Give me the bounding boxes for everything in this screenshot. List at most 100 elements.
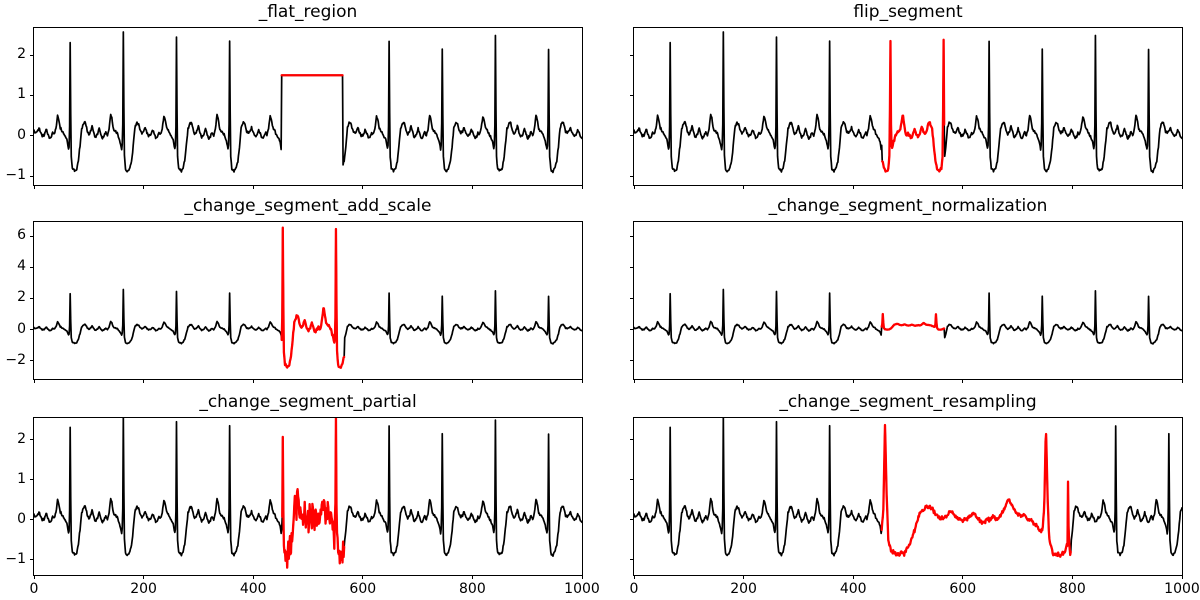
y-tick-mark [630,439,634,441]
x-tick-mark [743,185,745,189]
y-tick-label: 0 [17,510,26,527]
x-tick-mark [362,185,364,189]
plot-title: flip_segment [853,2,963,22]
y-tick-mark [30,54,34,56]
x-tick-mark [143,185,145,189]
y-tick-mark [630,559,634,561]
plot-area [33,417,583,576]
y-tick-mark [630,266,634,268]
ecg-canvas [34,28,582,185]
x-tick-mark [1071,575,1073,579]
y-tick-mark [30,94,34,96]
x-tick-mark [1181,185,1183,189]
y-tick-mark [630,297,634,299]
y-tick-mark [30,266,34,268]
x-tick-mark [633,379,635,383]
plot-title: _change_segment_partial [199,392,417,412]
ecg-canvas [634,418,1182,575]
x-tick-mark [143,379,145,383]
x-tick-mark [633,575,635,579]
x-tick-mark [852,379,854,383]
plot-title: _change_segment_normalization [768,196,1048,216]
x-tick-mark [962,379,964,383]
x-tick-label: 0 [629,581,639,597]
x-tick-label: 1000 [564,581,600,597]
y-tick-label: 6 [17,227,26,244]
plot-area [633,221,1183,380]
x-tick-label: 200 [730,581,757,597]
x-tick-mark [962,575,964,579]
ecg-canvas [634,222,1182,379]
x-tick-label: 800 [459,581,486,597]
x-tick-label: 800 [1059,581,1086,597]
x-tick-mark [743,379,745,383]
y-tick-label: 1 [17,86,26,103]
y-tick-mark [30,297,34,299]
y-tick-label: 4 [17,258,26,275]
y-tick-label: 2 [17,430,26,447]
x-tick-mark [581,185,583,189]
plot-area [633,417,1183,576]
y-tick-mark [30,235,34,237]
y-tick-mark [30,175,34,177]
x-tick-mark [362,379,364,383]
x-tick-mark [33,575,35,579]
x-tick-mark [252,379,254,383]
y-tick-mark [630,329,634,331]
y-tick-mark [630,519,634,521]
x-tick-mark [852,575,854,579]
x-tick-label: 1000 [1164,581,1200,597]
y-tick-mark [30,439,34,441]
x-tick-mark [33,379,35,383]
x-tick-mark [852,185,854,189]
x-tick-label: 400 [839,581,867,597]
y-tick-label: −1 [5,167,26,184]
y-tick-label: 2 [17,289,26,306]
x-tick-mark [1181,379,1183,383]
plot-area [33,27,583,186]
y-tick-mark [30,559,34,561]
y-tick-label: 0 [17,320,26,337]
x-tick-label: 600 [349,581,377,597]
plot-title: _flat_region [258,2,358,22]
x-tick-mark [471,575,473,579]
y-tick-mark [30,479,34,481]
x-tick-mark [252,185,254,189]
y-tick-mark [630,54,634,56]
plot-title: _change_segment_resampling [779,392,1037,412]
plot-area [33,221,583,380]
ecg-canvas [34,222,582,379]
y-tick-mark [630,175,634,177]
x-tick-mark [33,185,35,189]
x-tick-mark [962,185,964,189]
plot-title: _change_segment_add_scale [184,196,432,216]
y-tick-mark [630,479,634,481]
x-tick-label: 600 [949,581,977,597]
y-tick-mark [630,235,634,237]
x-tick-mark [471,379,473,383]
x-tick-mark [633,185,635,189]
y-tick-label: 1 [17,470,26,487]
y-tick-mark [630,360,634,362]
ecg-canvas [634,28,1182,185]
x-tick-label: 0 [29,581,39,597]
y-tick-label: 2 [17,46,26,63]
x-tick-label: 400 [239,581,267,597]
y-tick-label: 0 [17,126,26,143]
plot-area [633,27,1183,186]
y-tick-label: −1 [5,550,26,567]
x-tick-mark [581,575,583,579]
x-tick-mark [1071,185,1073,189]
x-tick-mark [581,379,583,383]
x-tick-mark [1181,575,1183,579]
y-tick-mark [30,519,34,521]
x-tick-mark [252,575,254,579]
x-tick-label: 200 [130,581,157,597]
x-tick-mark [362,575,364,579]
x-tick-mark [743,575,745,579]
y-tick-mark [630,94,634,96]
y-tick-mark [630,135,634,137]
y-tick-mark [30,329,34,331]
y-tick-mark [30,135,34,137]
ecg-canvas [34,418,582,575]
